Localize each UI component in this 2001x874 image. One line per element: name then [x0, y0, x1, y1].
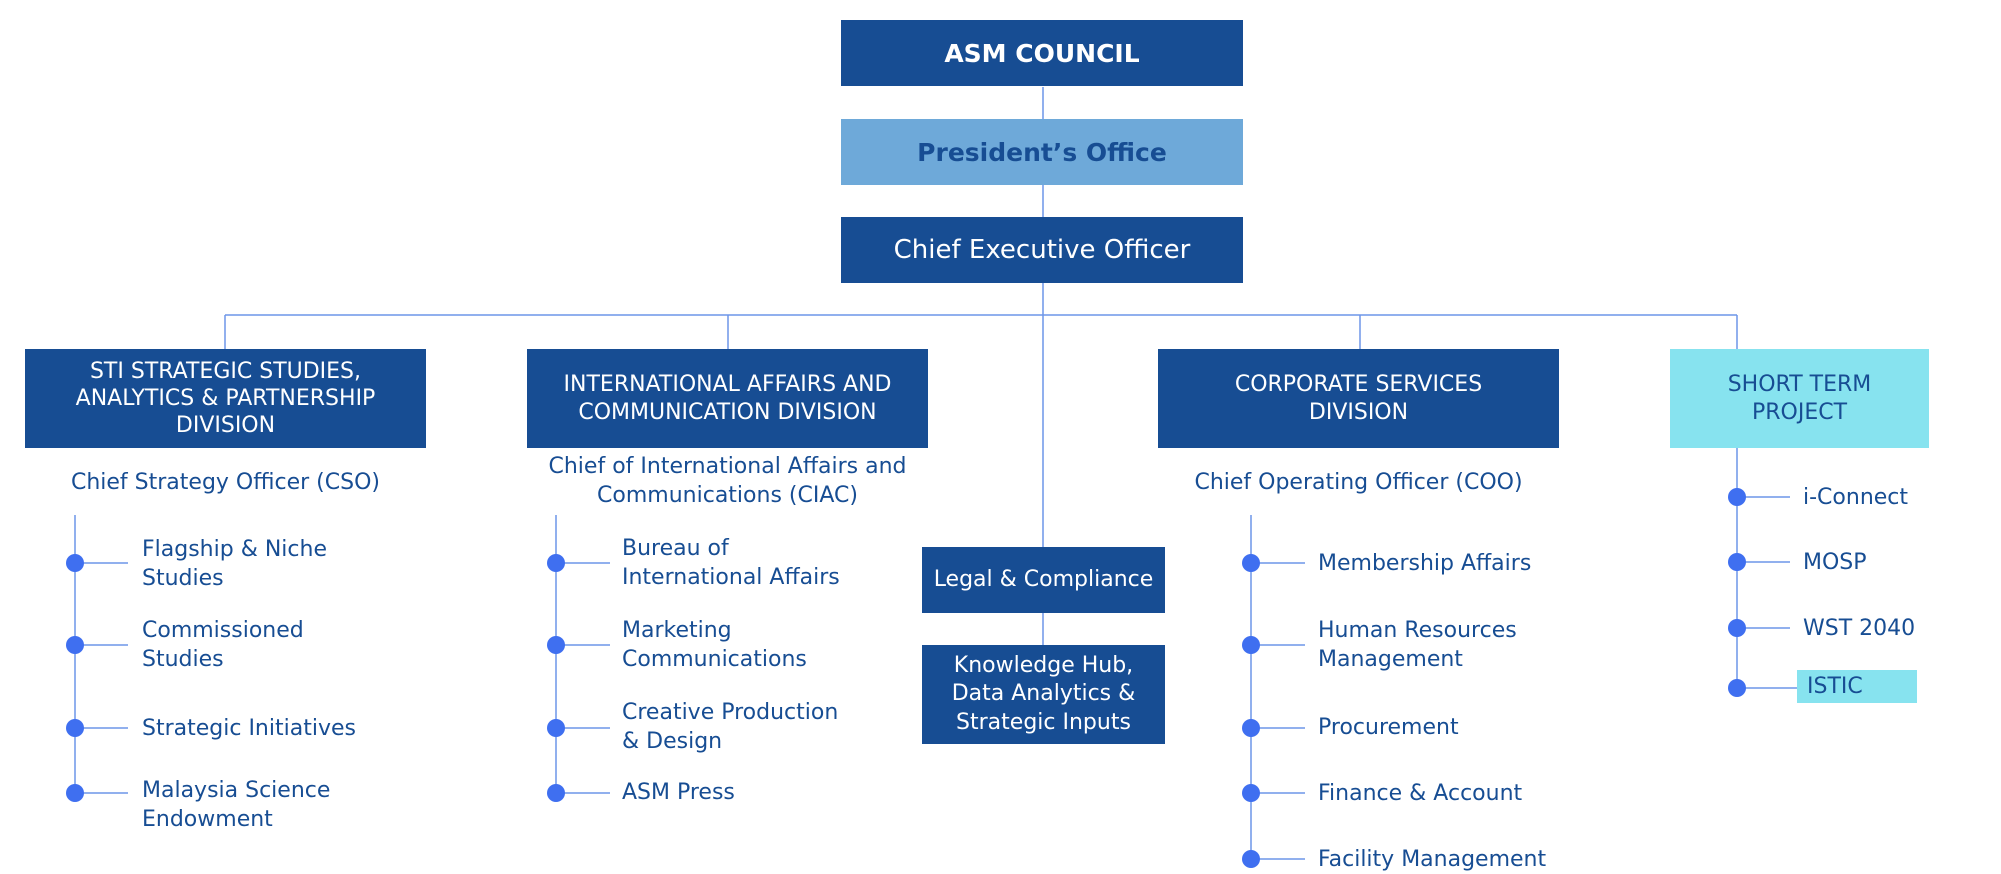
- list-item: MOSP: [1803, 550, 1867, 575]
- legal-compliance-box: Legal & Compliance: [922, 547, 1165, 613]
- short-term-project-title: SHORT TERM PROJECT: [1727, 372, 1872, 425]
- list-item: Strategic Initiatives: [142, 716, 356, 741]
- list-item: Facility Management: [1318, 847, 1547, 872]
- list-item: Malaysia Science Endowment: [142, 778, 331, 833]
- bullet-dot: [1728, 488, 1746, 506]
- list-item: Flagship & Niche Studies: [142, 537, 327, 592]
- list-item: Finance & Account: [1318, 781, 1523, 806]
- division-sti-head: Chief Strategy Officer (CSO): [70, 470, 380, 495]
- bullet-dot: [1242, 850, 1260, 868]
- list-item: Human Resources Management: [1318, 618, 1517, 673]
- asm-council-box: ASM COUNCIL: [841, 20, 1243, 86]
- list-item: WST 2040: [1803, 616, 1916, 641]
- list-item: i-Connect: [1803, 485, 1909, 510]
- division-corporate-box: CORPORATE SERVICES DIVISION: [1158, 349, 1559, 448]
- president-office-box: President’s Office: [841, 119, 1243, 185]
- knowledge-hub-label: Knowledge Hub, Data Analytics & Strategi…: [951, 652, 1136, 735]
- bullet-dot: [1242, 784, 1260, 802]
- division-corporate-title: CORPORATE SERVICES DIVISION: [1234, 372, 1483, 425]
- list-item-highlighted: ISTIC: [1797, 670, 1917, 704]
- list-item: Commissioned Studies: [142, 618, 304, 673]
- bullet-dot: [1728, 679, 1746, 697]
- bullet-dot: [1728, 619, 1746, 637]
- division-corporate-head: Chief Operating Officer (COO): [1194, 470, 1523, 495]
- division-sti-box: STI STRATEGIC STUDIES, ANALYTICS & PARTN…: [25, 349, 426, 448]
- bullet-dot: [547, 784, 565, 802]
- asm-council-label: ASM COUNCIL: [944, 38, 1140, 68]
- list-item: Marketing Communications: [622, 618, 807, 673]
- bullet-dot: [1728, 553, 1746, 571]
- bullet-dot: [66, 636, 84, 654]
- bullet-dot: [1242, 554, 1260, 572]
- knowledge-hub-box: Knowledge Hub, Data Analytics & Strategi…: [922, 645, 1165, 744]
- bullet-dot: [66, 719, 84, 737]
- bullet-dot: [1242, 636, 1260, 654]
- bullet-dot: [66, 554, 84, 572]
- ceo-label: Chief Executive Officer: [893, 234, 1191, 265]
- list-item: Procurement: [1318, 715, 1459, 740]
- list-item: Bureau of International Affairs: [622, 536, 840, 591]
- list-item: Creative Production & Design: [622, 700, 839, 755]
- division-international-title: INTERNATIONAL AFFAIRS AND COMMUNICATION …: [563, 372, 892, 425]
- division-international-head: Chief of International Affairs and Commu…: [548, 454, 907, 509]
- list-item: ASM Press: [622, 780, 735, 805]
- short-term-project-box: SHORT TERM PROJECT: [1670, 349, 1929, 448]
- division-international-box: INTERNATIONAL AFFAIRS AND COMMUNICATION …: [527, 349, 928, 448]
- ceo-box: Chief Executive Officer: [841, 217, 1243, 283]
- bullet-dot: [1242, 719, 1260, 737]
- legal-compliance-label: Legal & Compliance: [933, 567, 1154, 593]
- list-item: Membership Affairs: [1318, 551, 1532, 576]
- bullet-dot: [547, 636, 565, 654]
- division-sti-title: STI STRATEGIC STUDIES, ANALYTICS & PARTN…: [75, 358, 376, 439]
- bullet-dot: [547, 554, 565, 572]
- president-office-label: President’s Office: [917, 137, 1167, 167]
- bullet-dot: [547, 719, 565, 737]
- bullet-dot: [66, 784, 84, 802]
